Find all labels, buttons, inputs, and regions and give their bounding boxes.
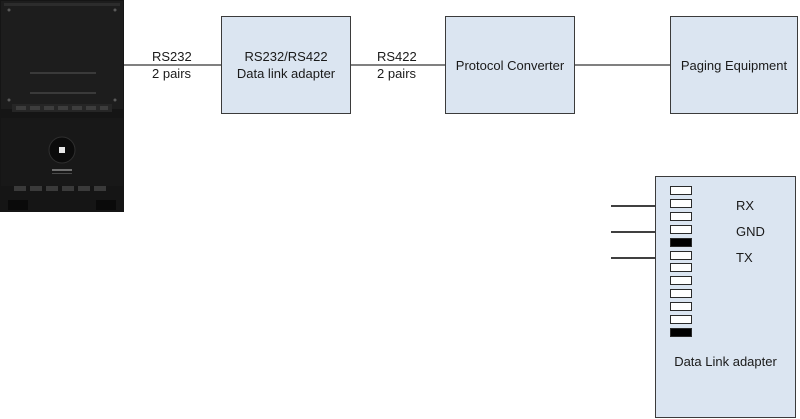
data-link-adapter-caption: Data Link adapter [674,354,777,369]
data-link-adapter-box-line1: RS232/RS422 [244,49,328,64]
tx-signal-label: TX [736,250,753,265]
data-link-adapter-box: RS232/RS422 Data link adapter [221,16,351,114]
rack-cabinet-device-image [0,0,124,212]
protocol-converter-box-label: Protocol Converter [455,57,565,73]
paging-equipment-box: Paging Equipment [670,16,798,114]
adapter-pin [670,263,692,272]
adapter-pin [670,199,692,208]
adapter-pin [670,276,692,285]
data-link-adapter-box-line2: Data link adapter [236,66,336,81]
gnd-signal-label: GND [736,224,765,239]
protocol-converter-box: Protocol Converter [445,16,575,114]
rs232-link-label-line1: RS232 [152,49,192,64]
adapter-pin [670,289,692,298]
adapter-pin [670,238,692,247]
adapter-pin [670,251,692,260]
adapter-pin [670,225,692,234]
adapter-pin [670,302,692,311]
adapter-pin [670,328,692,337]
rx-signal-label: RX [736,198,755,213]
rs422-link-label: RS422 2 pairs [377,48,417,82]
rs232-link-label: RS232 2 pairs [152,48,192,82]
adapter-pin [670,315,692,324]
adapter-pin [670,212,692,221]
rs422-link-label-line2: 2 pairs [377,66,417,81]
paging-equipment-box-label: Paging Equipment [680,57,788,73]
adapter-pin [670,186,692,195]
rs232-link-label-line2: 2 pairs [152,66,192,81]
rs422-link-label-line1: RS422 [377,49,417,64]
